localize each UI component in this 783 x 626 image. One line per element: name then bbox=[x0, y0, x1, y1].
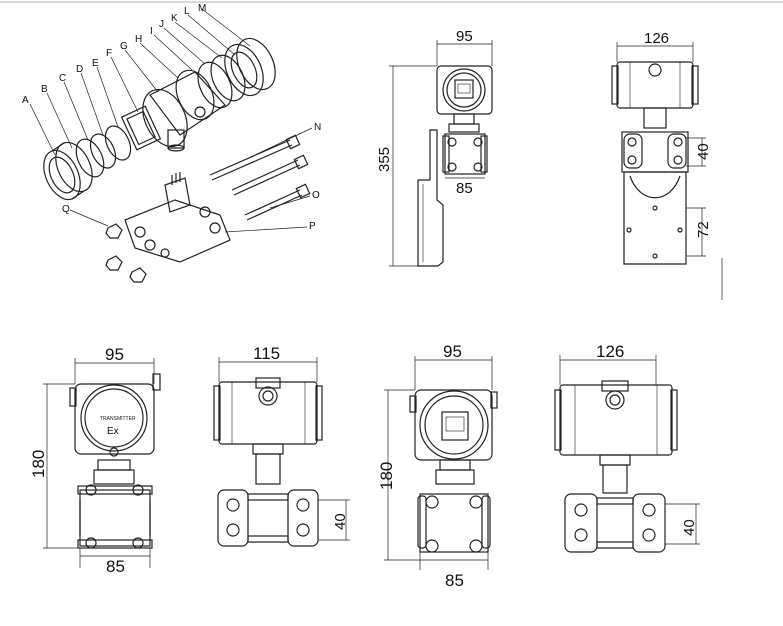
part-label-h: H bbox=[135, 34, 142, 45]
dim-width-top: 95 bbox=[456, 28, 473, 45]
part-label-d: D bbox=[76, 64, 83, 75]
dim-width-top: 126 bbox=[644, 30, 669, 47]
dim-width-top: 126 bbox=[596, 342, 624, 361]
dim-width-top: 95 bbox=[105, 345, 124, 364]
bolts-part bbox=[209, 134, 311, 221]
dim-hole-spacing: 72 bbox=[695, 221, 712, 238]
dim-flange-height: 40 bbox=[332, 513, 349, 530]
dim-flange-height: 40 bbox=[681, 519, 698, 536]
part-label-c: C bbox=[59, 73, 66, 84]
dim-width-bottom: 85 bbox=[445, 571, 464, 590]
part-label-k: K bbox=[171, 13, 178, 24]
part-label-a: A bbox=[22, 95, 29, 106]
sensor-flange-part bbox=[105, 172, 231, 283]
part-label-f: F bbox=[106, 48, 112, 59]
part-label-j: J bbox=[159, 19, 164, 30]
leader-lines bbox=[29, 8, 313, 233]
exploded-view: A B C D E F G H I J K L M N O P Q bbox=[22, 3, 321, 283]
part-label-b: B bbox=[41, 84, 48, 95]
part-label-p: P bbox=[309, 221, 316, 232]
part-label-i: I bbox=[150, 26, 153, 37]
part-label-m: M bbox=[198, 3, 206, 14]
dim-width-top: 95 bbox=[443, 342, 462, 361]
dim-height: 180 bbox=[29, 450, 48, 478]
side-115-view: 115 40 bbox=[213, 344, 350, 547]
dim-flange-height: 40 bbox=[695, 143, 712, 160]
part-label-q: Q bbox=[62, 204, 70, 215]
part-labels: A B C D E F G H I J K L M N O P Q bbox=[22, 3, 321, 232]
housing-part bbox=[142, 37, 276, 152]
part-label-n: N bbox=[314, 122, 321, 133]
part-label-l: L bbox=[184, 6, 190, 17]
dim-height: 355 bbox=[376, 147, 393, 172]
front-cover-part bbox=[43, 105, 162, 201]
bracket-front-view: 95 85 355 bbox=[376, 28, 493, 267]
front-display-view: 95 85 180 bbox=[377, 342, 498, 590]
dim-width-bottom: 85 bbox=[106, 557, 125, 576]
dim-width-top: 115 bbox=[253, 344, 280, 363]
side-126-view: 126 40 bbox=[554, 342, 700, 553]
bracket-side-view: 126 40 72 bbox=[611, 30, 723, 300]
face-label-ex: Ex bbox=[107, 426, 119, 437]
part-label-g: G bbox=[120, 41, 128, 52]
face-label-transmitter: TRANSMITTER bbox=[100, 416, 136, 422]
front-ex-view: 95 TRANSMITTER Ex 85 180 bbox=[29, 345, 161, 576]
part-label-o: O bbox=[312, 190, 320, 201]
dim-width-bottom: 85 bbox=[456, 180, 473, 197]
dim-height: 180 bbox=[377, 462, 396, 490]
part-label-e: E bbox=[92, 58, 99, 69]
